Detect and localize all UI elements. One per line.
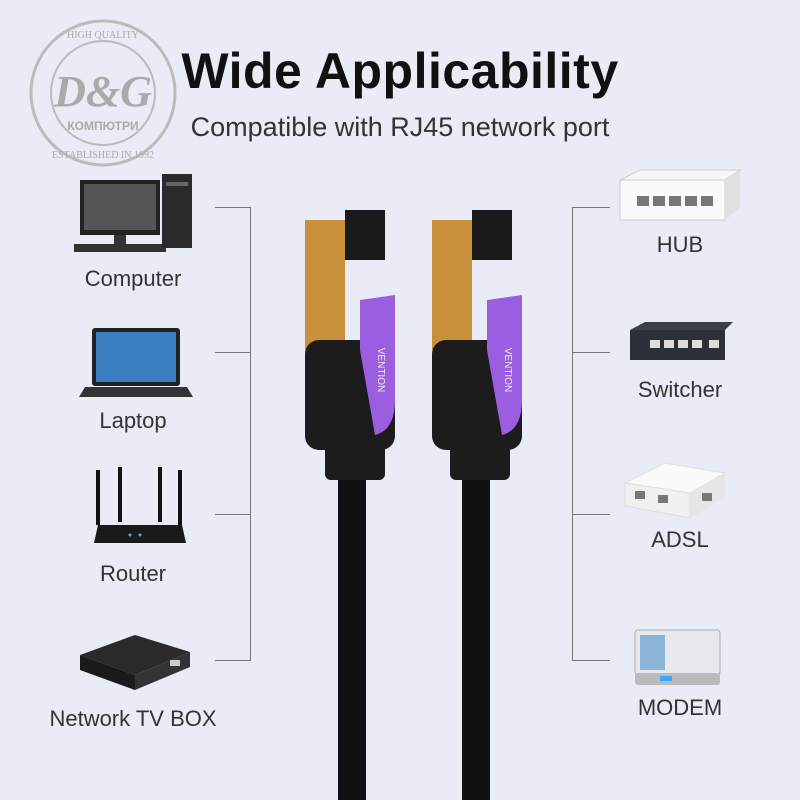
computer-icon bbox=[74, 174, 192, 252]
bracket-tick bbox=[215, 514, 250, 515]
device-label-hub: HUB bbox=[656, 232, 704, 257]
svg-text:КОМПЮТРИ: КОМПЮТРИ bbox=[67, 119, 138, 133]
rj45-connector-right: VENTION bbox=[432, 210, 522, 800]
bracket-tick bbox=[572, 207, 610, 208]
watermark-seal: D&G КОМПЮТРИ HIGH QUALITY ESTABLISHED IN… bbox=[29, 19, 177, 167]
modem-icon bbox=[634, 629, 721, 685]
page-subtitle: Compatible with RJ45 network port bbox=[190, 112, 610, 142]
bracket-tick bbox=[215, 207, 250, 208]
bracket-tick bbox=[572, 514, 610, 515]
switch-icon bbox=[630, 322, 733, 360]
hub-icon bbox=[619, 169, 742, 221]
cable-brand: VENTION bbox=[502, 348, 513, 392]
svg-text:HIGH QUALITY: HIGH QUALITY bbox=[67, 30, 139, 41]
device-label-modem: MODEM bbox=[637, 695, 723, 720]
bracket-tick bbox=[572, 352, 610, 353]
right-bracket-line bbox=[572, 207, 573, 661]
rj45-connector-left: VENTION bbox=[305, 210, 395, 800]
bracket-tick bbox=[572, 660, 610, 661]
device-label-switcher: Switcher bbox=[637, 377, 723, 402]
adsl-icon bbox=[623, 462, 727, 519]
tv-box-icon bbox=[80, 635, 190, 690]
laptop-icon bbox=[79, 328, 193, 397]
device-label-adsl: ADSL bbox=[651, 527, 709, 552]
device-label-computer: Computer bbox=[84, 266, 182, 291]
router-icon bbox=[94, 467, 186, 543]
page-title: Wide Applicability bbox=[181, 43, 619, 99]
device-label-laptop: Laptop bbox=[99, 408, 167, 433]
svg-text:D&G: D&G bbox=[53, 67, 152, 116]
bracket-tick bbox=[215, 352, 250, 353]
device-label-router: Router bbox=[99, 561, 167, 586]
ethernet-cables: VENTION VENTION bbox=[305, 210, 522, 800]
cable-brand: VENTION bbox=[375, 348, 386, 392]
svg-text:ESTABLISHED IN 1992: ESTABLISHED IN 1992 bbox=[52, 150, 154, 161]
bracket-tick bbox=[215, 660, 250, 661]
device-label-tv-box: Network TV BOX bbox=[49, 706, 217, 731]
left-bracket-line bbox=[250, 207, 251, 661]
